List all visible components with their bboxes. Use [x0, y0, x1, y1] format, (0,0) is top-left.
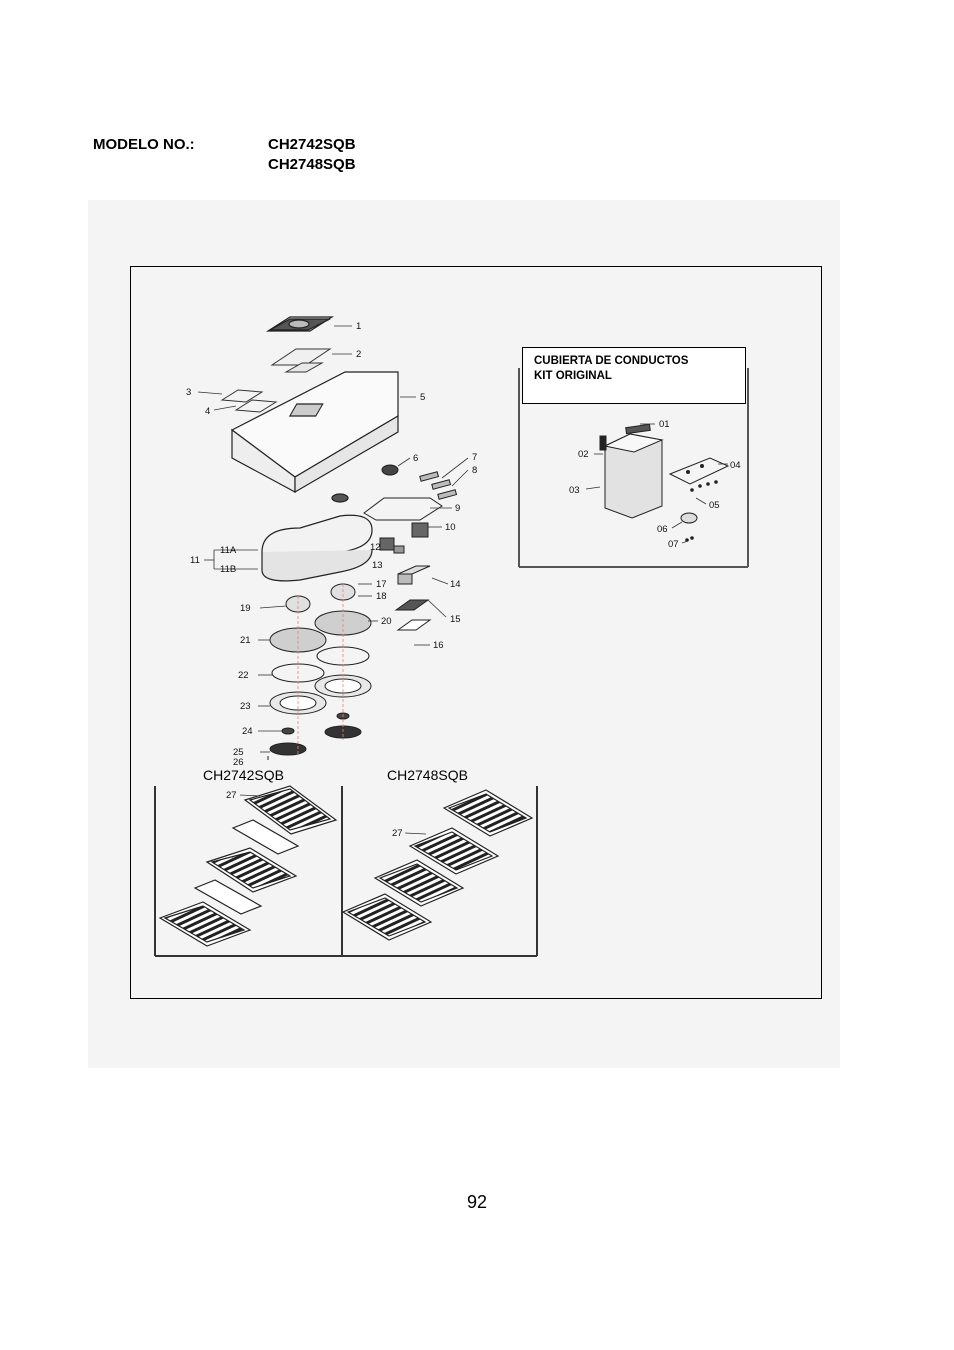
filter-callout-left: 27	[226, 790, 237, 801]
callout-22: 22	[238, 670, 249, 681]
callout-11: 11	[190, 555, 200, 566]
callout-4: 4	[205, 406, 210, 417]
callout-1: 1	[356, 321, 361, 332]
part-motors-fans	[269, 583, 372, 756]
kit-title-line1: CUBIERTA DE CONDUCTOS	[534, 355, 689, 367]
filter-callout-leaders	[239, 794, 427, 835]
kit-bracket	[668, 457, 730, 542]
diagram-frame	[130, 266, 822, 999]
callout-14: 14	[450, 579, 461, 590]
kit-callout-03: 03	[569, 485, 580, 496]
kit-callout-leaders	[585, 423, 728, 544]
callout-7: 7	[472, 452, 477, 463]
part-light-assembly	[394, 565, 432, 631]
part-side-plates	[220, 389, 278, 413]
part-switches	[419, 471, 458, 500]
kit-title-box: CUBIERTA DE CONDUCTOS KIT ORIGINAL	[522, 347, 746, 404]
filter-callout-right: 27	[392, 828, 403, 839]
filter-section-frame	[154, 786, 538, 957]
kit-outline	[518, 368, 749, 568]
filter-model-left: CH2742SQB	[203, 767, 284, 783]
callout-16: 16	[433, 640, 444, 651]
callout-10: 10	[445, 522, 456, 533]
callout-26: 26	[233, 757, 244, 768]
kit-duct-cover	[599, 423, 664, 519]
filters-right	[341, 789, 534, 941]
callout-20: 20	[381, 616, 392, 627]
part-control-bracket	[363, 497, 443, 521]
callout-25: 25	[233, 747, 244, 758]
kit-callout-05: 05	[709, 500, 720, 511]
kit-callout-06: 06	[657, 524, 668, 535]
callout-5: 5	[420, 392, 425, 403]
callout-leaders	[197, 325, 469, 753]
callout-21: 21	[240, 635, 251, 646]
callout-17: 17	[376, 579, 387, 590]
filters-left	[158, 785, 338, 947]
filter-model-right: CH2748SQB	[387, 767, 468, 783]
callout-19: 19	[240, 603, 251, 614]
model-number-1: CH2742SQB	[268, 136, 356, 153]
kit-callout-07: 07	[668, 539, 679, 550]
kit-callout-02: 02	[578, 449, 589, 460]
model-number-2: CH2748SQB	[268, 156, 356, 173]
kit-callout-04: 04	[730, 460, 741, 471]
callout-12: 12	[370, 542, 381, 553]
callout-15: 15	[450, 614, 461, 625]
callout-24: 24	[242, 726, 253, 737]
kit-callout-01: 01	[659, 419, 670, 430]
callout-6: 6	[413, 453, 418, 464]
page-number: 92	[466, 1192, 488, 1212]
part-duct-collar	[265, 316, 335, 332]
callout-18: 18	[376, 591, 387, 602]
callout-8: 8	[472, 465, 477, 476]
callout-9: 9	[455, 503, 460, 514]
callout-11a: 11A	[220, 545, 237, 556]
callout-2: 2	[356, 349, 361, 360]
part-electrical	[379, 522, 429, 554]
kit-title-line2: KIT ORIGINAL	[534, 370, 612, 382]
callout-11b: 11B	[220, 564, 236, 575]
callout-13: 13	[372, 560, 383, 571]
part-knob	[381, 464, 399, 476]
model-number-label: MODELO NO.:	[93, 136, 195, 153]
part-damper-plate	[270, 348, 332, 373]
callout-3: 3	[186, 387, 191, 398]
part-blower-housing	[261, 493, 373, 582]
callout-23: 23	[240, 701, 251, 712]
part-hood-body	[230, 371, 399, 494]
